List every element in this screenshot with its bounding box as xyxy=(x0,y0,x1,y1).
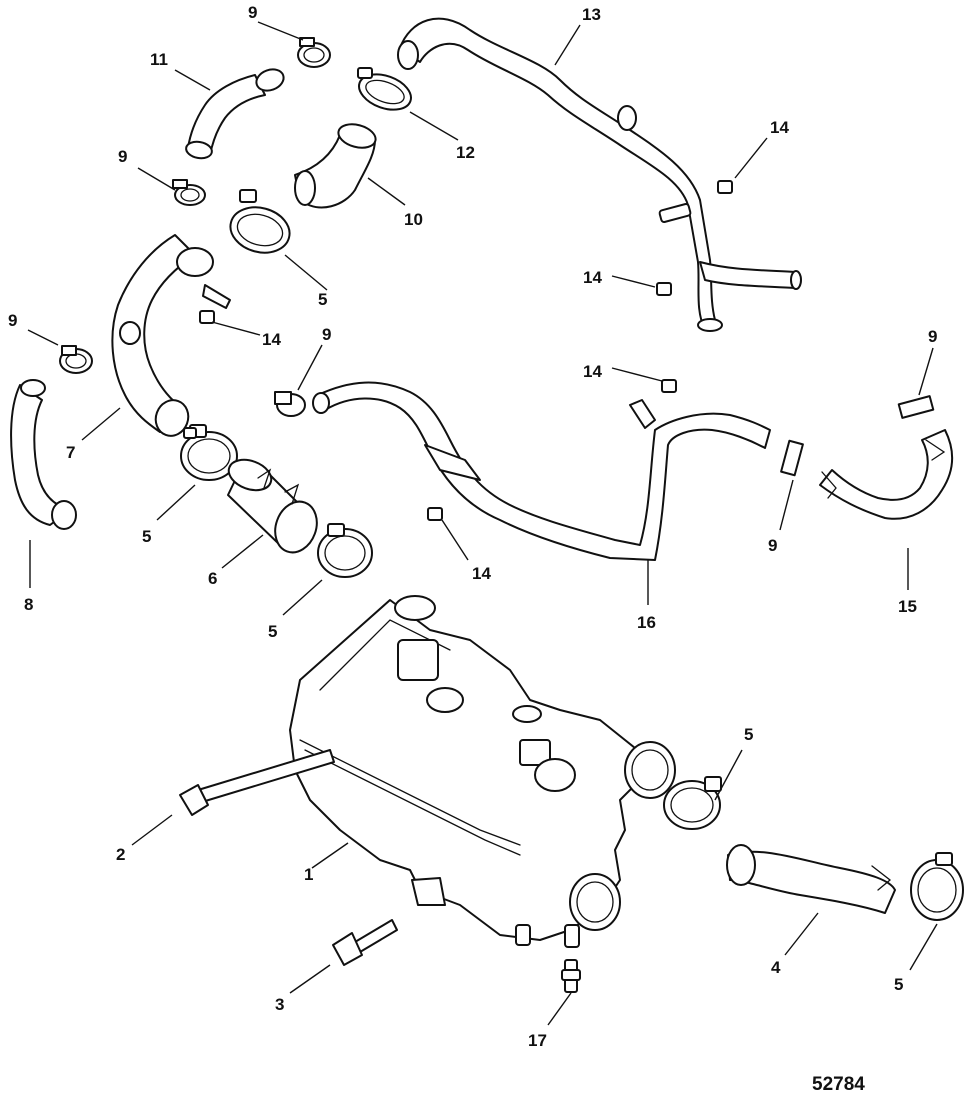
callout-5-a: 5 xyxy=(318,290,327,309)
callout-10: 10 xyxy=(404,210,423,229)
callout-14-b: 14 xyxy=(583,268,602,287)
callout-14-a: 14 xyxy=(770,118,789,137)
part-9-clip-right-lower xyxy=(780,439,804,477)
callout-9-c: 9 xyxy=(8,311,17,330)
part-5-clamp-lower xyxy=(317,523,373,578)
callout-2: 2 xyxy=(116,845,125,864)
part-8-hose xyxy=(10,379,77,530)
part-5-clamp-upper xyxy=(229,189,291,254)
callout-7: 7 xyxy=(66,443,75,462)
callout-5-e: 5 xyxy=(894,975,903,994)
callout-8: 8 xyxy=(24,595,33,614)
part-1-heat-exchanger xyxy=(289,595,676,948)
part-14-screws xyxy=(183,180,733,521)
callout-14-d: 14 xyxy=(583,362,602,381)
part-5-clamp-far-right xyxy=(910,852,964,921)
callout-4: 4 xyxy=(771,958,781,977)
callout-5-b: 5 xyxy=(142,527,151,546)
part-2-bolt xyxy=(179,749,335,816)
callout-9-a: 9 xyxy=(248,3,257,22)
part-17-sensor xyxy=(561,959,581,993)
part-9-clip-left xyxy=(59,345,93,374)
part-5-clamp-mid-left xyxy=(180,424,238,481)
callout-9-b: 9 xyxy=(118,147,127,166)
callout-9-f: 9 xyxy=(768,536,777,555)
callout-5-c: 5 xyxy=(268,622,277,641)
part-11-elbow-hose xyxy=(185,68,285,160)
callout-14-e: 14 xyxy=(472,564,491,583)
callout-15: 15 xyxy=(898,597,917,616)
part-5-clamp-right xyxy=(663,776,722,830)
callout-17: 17 xyxy=(528,1031,547,1050)
part-16-tube xyxy=(312,381,771,561)
callout-9-e: 9 xyxy=(928,327,937,346)
part-13-coolant-tube xyxy=(397,17,802,332)
part-9-clip-top xyxy=(297,37,331,68)
callout-6: 6 xyxy=(208,569,217,588)
callout-5-d: 5 xyxy=(744,725,753,744)
part-6-coupler-hose xyxy=(227,458,318,554)
part-9-clip-right-upper xyxy=(897,395,935,419)
part-7-curved-hose xyxy=(111,234,231,437)
part-9-clip-middle xyxy=(274,391,306,417)
part-15-hose xyxy=(819,429,954,520)
callout-3: 3 xyxy=(275,995,284,1014)
callout-12: 12 xyxy=(456,143,475,162)
callout-13: 13 xyxy=(582,5,601,24)
part-10-hose xyxy=(294,123,377,209)
part-9-clip-upper-left xyxy=(172,179,206,206)
part-4-hose xyxy=(726,844,896,914)
reference-number: 52784 xyxy=(812,1074,865,1095)
callout-labels: 1 2 3 4 5 5 5 5 5 6 7 8 9 9 9 9 9 9 10 1… xyxy=(8,3,937,1050)
callout-16: 16 xyxy=(637,613,656,632)
callout-9-d: 9 xyxy=(322,325,331,344)
callout-14-c: 14 xyxy=(262,330,281,349)
part-3-bolt xyxy=(332,919,398,966)
part-12-hose-clamp xyxy=(357,67,412,111)
callout-1: 1 xyxy=(304,865,313,884)
leader-lines xyxy=(27,21,938,1026)
callout-11: 11 xyxy=(150,50,168,69)
